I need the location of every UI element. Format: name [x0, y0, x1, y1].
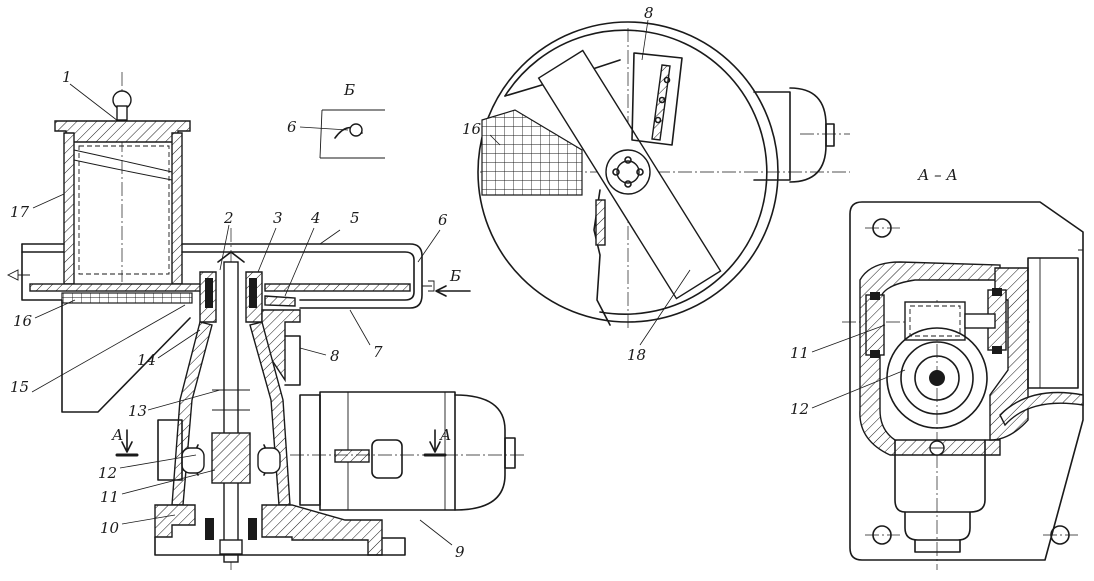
arrow-b-label: Б	[449, 267, 461, 285]
motor	[290, 391, 525, 511]
top-label-16: 16	[462, 120, 482, 138]
section-label-12: 12	[790, 400, 809, 418]
label-6: 6	[438, 211, 448, 229]
section-a-a	[811, 201, 1084, 570]
hopper-lid	[54, 90, 191, 143]
label-14: 14	[137, 351, 156, 369]
label-1: 1	[62, 68, 72, 86]
cutting-plane-a	[115, 429, 447, 457]
label-12: 12	[98, 464, 117, 482]
label-11: 11	[100, 488, 119, 506]
label-4: 4	[310, 209, 321, 227]
label-8: 8	[330, 347, 340, 365]
label-13: 13	[128, 402, 147, 420]
label-17: 17	[10, 203, 30, 221]
top-view	[477, 19, 850, 346]
section-label-11: 11	[790, 344, 809, 362]
main-section-view	[6, 72, 525, 570]
callout-labels: 1 17 2 3 4 5 6 7 8 9 10 11 12 13 14 15 1…	[10, 4, 958, 561]
label-7: 7	[373, 343, 383, 361]
view-b-arrow	[435, 285, 471, 297]
top-label-18: 18	[627, 346, 646, 364]
blade-holder	[631, 52, 683, 146]
label-9: 9	[455, 543, 465, 561]
worm-gear	[157, 419, 281, 484]
label-15: 15	[10, 378, 29, 396]
cut-a-left-label: А	[111, 426, 123, 444]
view-b-detail	[299, 109, 385, 159]
label-2: 2	[223, 209, 234, 227]
label-10: 10	[100, 519, 120, 537]
label-5: 5	[350, 209, 360, 227]
leader-lines	[31, 83, 453, 546]
section-leader-lines	[811, 324, 906, 409]
bearing-hub	[199, 251, 296, 563]
label-16: 16	[13, 312, 33, 330]
top-label-8: 8	[644, 4, 654, 22]
cut-a-right-label: А	[439, 426, 451, 444]
view-b-label-6: 6	[287, 118, 297, 136]
view-b-title: Б	[343, 81, 355, 99]
label-3: 3	[273, 209, 283, 227]
section-title: А – А	[917, 166, 958, 184]
top-grate	[481, 109, 583, 196]
grate	[61, 292, 193, 413]
top-motor	[753, 87, 835, 183]
top-leader-lines	[489, 19, 691, 346]
base	[154, 504, 406, 556]
hopper-body	[63, 132, 183, 285]
